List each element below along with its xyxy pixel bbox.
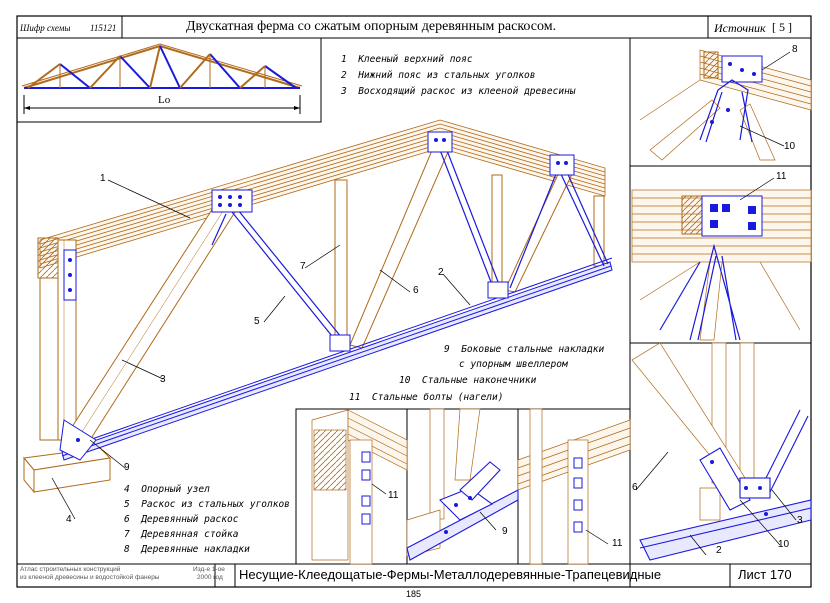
legend-item: 2 Нижний пояс из стальных уголков xyxy=(341,70,536,81)
legend-item: 1 Клееный верхний пояс xyxy=(341,54,473,65)
legend-item: 5 Раскос из стальных уголков xyxy=(124,499,290,510)
callout-detail-8: 8 xyxy=(792,44,798,55)
detail-box-3 xyxy=(517,408,631,565)
legend-item: 9 Боковые стальные накладки xyxy=(444,344,605,355)
scheme-code-value: 115121 xyxy=(90,23,117,33)
atlas-line-1: Атлас строительных конструкций xyxy=(20,566,121,573)
legend-item: 4 Опорный узел xyxy=(124,484,210,495)
drawing-name: Несущие-Клеедощатые-Фермы-Металлодеревян… xyxy=(239,567,662,582)
detail-box-2 xyxy=(406,408,519,561)
main-leaders xyxy=(51,179,471,520)
legend-item: 7 Деревянная стойка xyxy=(124,529,239,540)
edition-line-1: Изд-е 1-ое xyxy=(193,566,225,573)
scheme-code-label: Шифр схемы xyxy=(20,23,71,33)
callout-box1-11: 11 xyxy=(388,490,399,501)
source-value: [ 5 ] xyxy=(772,20,792,34)
atlas-line-2: из клееной древесины и водостойкой фанер… xyxy=(20,574,160,581)
legend-item: 3 Восходящий раскос из клееной древесины xyxy=(341,86,576,97)
detail-bottom-right xyxy=(631,342,812,561)
callout-detail-10: 10 xyxy=(784,141,796,152)
callout-7: 7 xyxy=(300,261,306,272)
callout-6: 6 xyxy=(413,285,419,296)
legend-item: с упорным швеллером xyxy=(459,359,568,370)
callout-5: 5 xyxy=(254,316,260,327)
page-title: Двускатная ферма со сжатым опорным дерев… xyxy=(186,19,557,34)
callout-9: 9 xyxy=(124,462,130,473)
legend-item: 10 Стальные наконечники xyxy=(399,375,537,386)
callout-br-2: 2 xyxy=(716,545,722,556)
legend-item: 8 Деревянные накладки xyxy=(124,544,250,555)
span-label: Lo xyxy=(158,94,171,106)
callout-1: 1 xyxy=(100,173,106,184)
callout-4: 4 xyxy=(66,514,72,525)
callout-3: 3 xyxy=(160,374,166,385)
callout-box2-9: 9 xyxy=(502,526,508,537)
sheet-number: Лист 170 xyxy=(738,567,792,582)
edition-line-2: 2000 год xyxy=(197,574,223,581)
detail-mid-right xyxy=(631,177,812,341)
callout-box3-11: 11 xyxy=(612,538,623,549)
callout-br-6: 6 xyxy=(632,482,638,493)
callout-detail-11: 11 xyxy=(776,171,787,182)
callout-2: 2 xyxy=(438,267,444,278)
callout-br-3: 3 xyxy=(797,515,803,526)
legend-item: 6 Деревянный раскос xyxy=(124,514,239,525)
overview-truss xyxy=(21,43,303,114)
legend-item: 11 Стальные болты (нагели) xyxy=(349,392,504,403)
detail-top-right xyxy=(639,49,812,161)
source-label: Источник xyxy=(714,21,766,35)
detail-box-1 xyxy=(311,409,408,565)
page-number: 185 xyxy=(406,589,422,599)
main-truss xyxy=(23,119,613,494)
callout-br-10: 10 xyxy=(778,539,790,550)
